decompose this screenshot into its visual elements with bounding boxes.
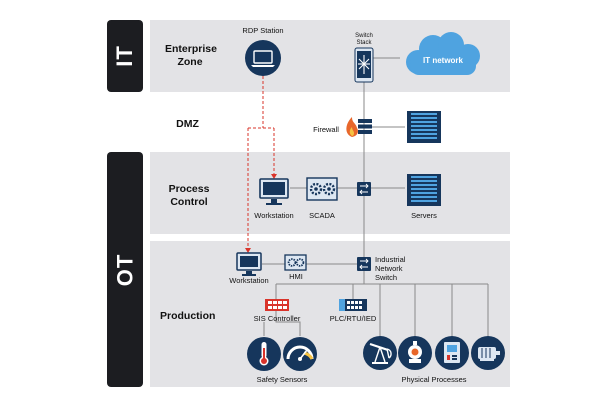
valve-meter-icon[interactable] bbox=[398, 336, 432, 370]
thermometer-icon[interactable] bbox=[247, 337, 281, 371]
servers-icon[interactable] bbox=[407, 174, 441, 206]
switch-stack-icon[interactable] bbox=[354, 47, 374, 83]
arrowhead-production bbox=[245, 248, 251, 253]
rdp-station-icon[interactable] bbox=[245, 40, 281, 76]
arrowhead-process bbox=[271, 174, 277, 179]
label-workstation-production: Workstation bbox=[229, 276, 269, 285]
sis-controller-icon[interactable] bbox=[265, 299, 289, 311]
workstation-monitor-icon[interactable] bbox=[259, 178, 289, 205]
label-switch-stack: Switch Stack bbox=[355, 33, 373, 46]
it-label: IT bbox=[107, 20, 143, 92]
hmi-icon[interactable] bbox=[284, 254, 307, 271]
cloud-icon[interactable] bbox=[406, 32, 480, 75]
process-switch-icon[interactable] bbox=[357, 182, 371, 196]
zone-enterprise: Enterprise Zone bbox=[165, 43, 217, 68]
oil-pump-icon[interactable] bbox=[363, 336, 397, 370]
dmz-server-icon[interactable] bbox=[407, 111, 441, 143]
label-sis-controller: SIS Controller bbox=[253, 314, 301, 323]
ot-label: OT bbox=[107, 152, 143, 387]
zone-process-control: Process Control bbox=[168, 183, 210, 208]
label-firewall: Firewall bbox=[313, 125, 339, 134]
production-workstation-icon[interactable] bbox=[236, 252, 262, 276]
remote-access-path bbox=[247, 76, 275, 250]
zone-dmz: DMZ bbox=[176, 118, 199, 130]
label-it-network: IT network bbox=[422, 56, 463, 65]
industrial-switch-icon[interactable] bbox=[357, 257, 371, 271]
label-rdp-station: RDP Station bbox=[242, 26, 284, 35]
firewall-icon[interactable] bbox=[346, 117, 372, 137]
motor-icon[interactable] bbox=[471, 336, 505, 370]
label-servers: Servers bbox=[411, 211, 437, 220]
network-links bbox=[262, 57, 489, 340]
label-workstation-process: Workstation bbox=[254, 211, 294, 220]
label-hmi: HMI bbox=[289, 272, 303, 281]
label-scada: SCADA bbox=[309, 211, 335, 220]
control-panel-icon[interactable] bbox=[435, 336, 469, 370]
label-plc-rtu-ied: PLC/RTU/IED bbox=[329, 314, 377, 323]
plc-rtu-ied-icon[interactable] bbox=[339, 299, 367, 311]
label-safety-sensors: Safety Sensors bbox=[256, 375, 308, 384]
label-industrial-switch: Industrial Network Switch bbox=[375, 255, 406, 282]
scada-gears-icon[interactable] bbox=[306, 177, 338, 201]
zone-production: Production bbox=[160, 310, 216, 322]
label-physical-processes: Physical Processes bbox=[401, 375, 467, 384]
gauge-icon[interactable] bbox=[283, 337, 317, 371]
